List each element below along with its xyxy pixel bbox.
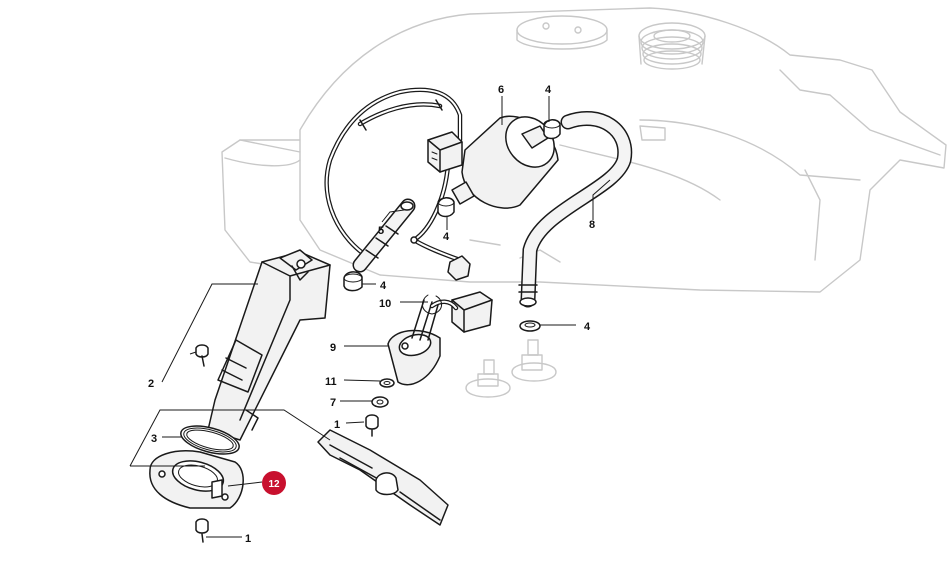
leader-lines	[129, 96, 611, 538]
callout-1: 1	[245, 533, 251, 545]
washer-11	[379, 378, 395, 388]
hose-clamps	[343, 119, 561, 332]
callout-1: 1	[334, 419, 340, 431]
pump-flange	[149, 450, 244, 509]
pump-gasket	[180, 425, 240, 455]
highlight-badge[interactable]: 12	[262, 471, 286, 495]
callout-11: 11	[325, 376, 337, 388]
callout-8: 8	[589, 219, 595, 231]
fuel-filter	[451, 115, 559, 209]
pump-screw	[195, 344, 209, 367]
flange-screw	[195, 518, 209, 543]
fuel-level-sender	[387, 255, 493, 386]
callout-4: 4	[443, 231, 450, 243]
long-fuel-hose	[518, 111, 633, 308]
filler-neck	[638, 22, 706, 70]
foam-strip	[317, 429, 449, 526]
callout-2: 2	[148, 378, 154, 390]
badge-circle	[262, 471, 286, 495]
badge-label: 12	[268, 479, 280, 490]
callout-9: 9	[330, 342, 336, 354]
callout-6: 6	[498, 84, 504, 96]
wiring-harness	[324, 87, 468, 265]
callout-10: 10	[379, 298, 391, 310]
tank-top-plate	[516, 15, 608, 50]
o-ring	[422, 294, 442, 315]
harness-connector	[427, 131, 463, 173]
callout-4: 4	[584, 321, 591, 333]
washer-7	[371, 396, 389, 408]
callout-labels: 6 4 5 4 8 4 4 10 9 11 7 1 2 3 1	[148, 84, 595, 545]
fuel-pump-body	[207, 249, 331, 441]
short-fuel-hose	[352, 198, 416, 273]
callout-4: 4	[545, 84, 552, 96]
tank-ports	[465, 339, 557, 398]
callout-5: 5	[378, 225, 384, 237]
callout-4: 4	[380, 280, 387, 292]
sender-screw	[365, 414, 379, 437]
callout-3: 3	[151, 433, 157, 445]
callout-7: 7	[330, 397, 336, 409]
